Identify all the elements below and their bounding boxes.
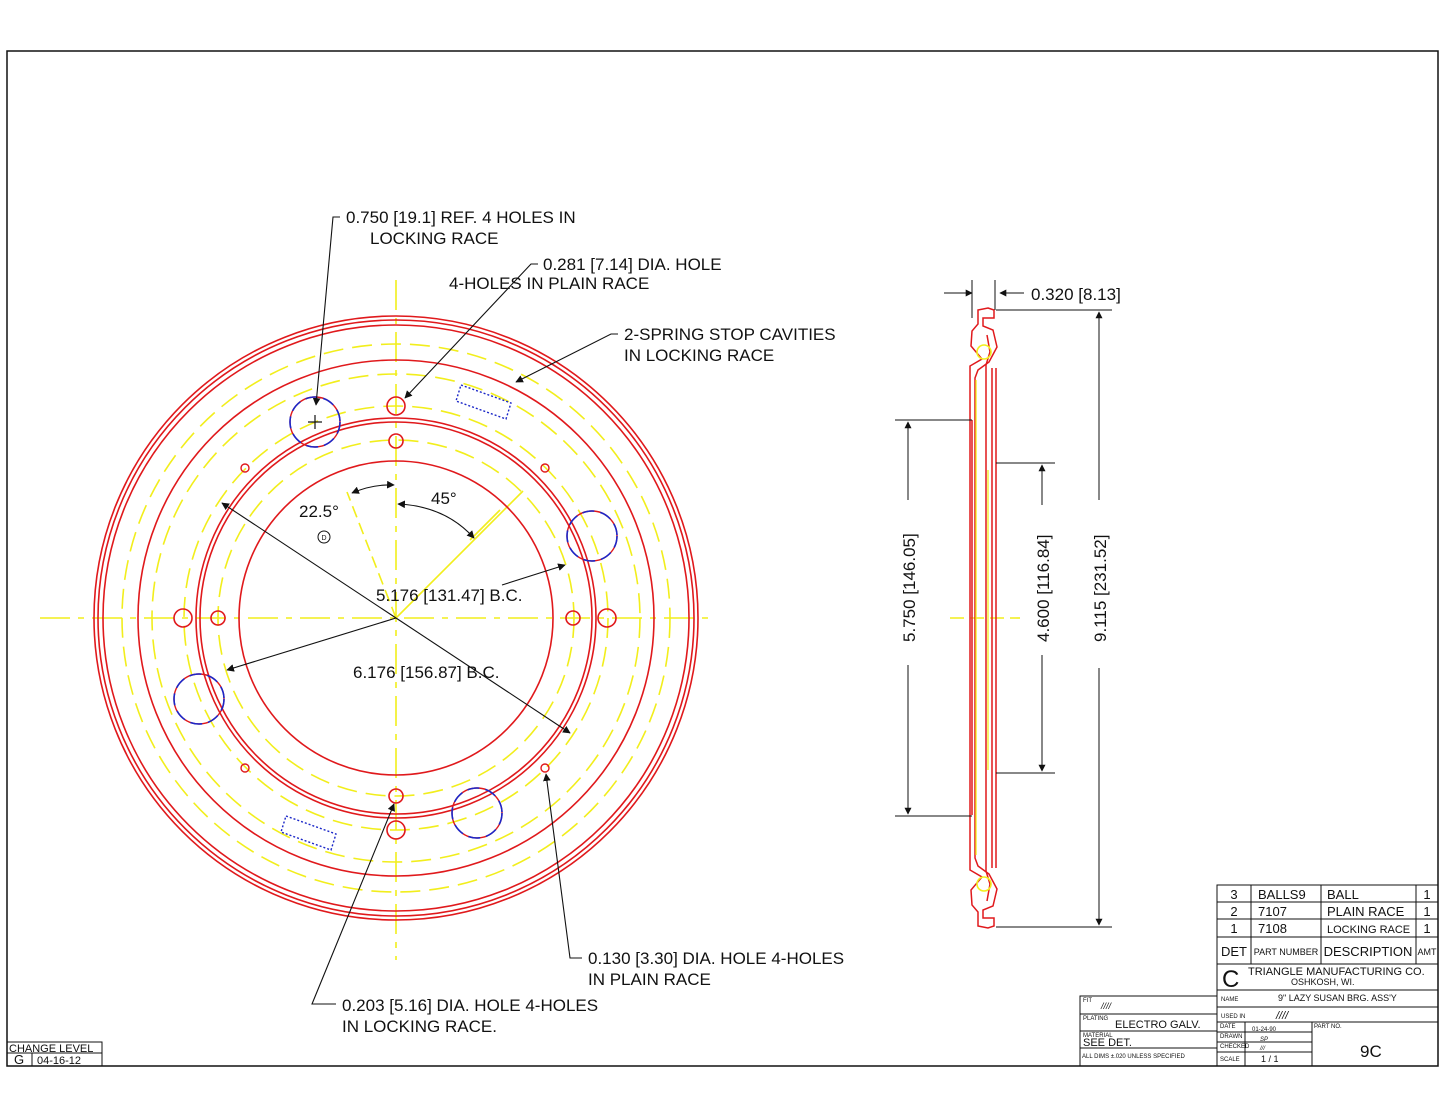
outer-bc-label: 6.176 [156.87] B.C. — [353, 663, 500, 682]
bill-of-materials: 3 BALLS9 BALL 1 2 7107 PLAIN RACE 1 1 71… — [1216, 884, 1439, 965]
bom-row-3-desc: BALL — [1327, 887, 1359, 902]
bom-row-1-amt: 1 — [1423, 921, 1430, 936]
bom-row-3-part: BALLS9 — [1258, 887, 1306, 902]
fit-label: FIT — [1083, 998, 1092, 1004]
material-label: MATERIAL — [1083, 1033, 1113, 1039]
plain-hole-note-line2: 4-HOLES IN PLAIN RACE — [449, 274, 649, 293]
race-profile-inner — [975, 380, 989, 855]
ref-holes — [173, 396, 618, 839]
thickness-dimension: 0.320 [8.13] — [1031, 285, 1121, 304]
dimension-9-115: 9.115 [231.52] — [1091, 535, 1110, 642]
center-lines — [40, 280, 712, 960]
plain-race-holes — [173, 396, 617, 840]
angle-45-label: 45° — [431, 489, 457, 508]
checked-label: CHECKED — [1220, 1044, 1250, 1050]
bom-header-part: PART NUMBER — [1254, 947, 1319, 957]
bom-header-desc: DESCRIPTION — [1324, 944, 1413, 959]
sheet-border — [6, 50, 1439, 1067]
date-label: DATE — [1220, 1024, 1236, 1030]
ball-sections — [976, 344, 992, 892]
checked-value: /// — [1259, 1046, 1266, 1052]
material-value: SEE DET. — [1083, 1037, 1132, 1049]
drawn-label: DRAWN — [1220, 1034, 1242, 1040]
ref-holes-note-line1: 0.750 [19.1] REF. 4 HOLES IN — [346, 208, 576, 227]
datum-symbol — [317, 530, 331, 544]
lock-hole-note-line1: 0.203 [5.16] DIA. HOLE 4-HOLES — [342, 996, 598, 1015]
plating-value: ELECTRO GALV. — [1115, 1019, 1201, 1031]
locking-race-holes — [210, 433, 581, 804]
spring-note-line1: 2-SPRING STOP CAVITIES — [624, 325, 836, 344]
plain-hole-note-line1: 0.281 [7.14] DIA. HOLE — [543, 255, 722, 274]
dimension-5-750: 5.750 [146.05] — [900, 533, 919, 642]
bom-header-det: DET — [1221, 944, 1247, 959]
bom-row-3-amt: 1 — [1423, 887, 1430, 902]
bom-row-2-det: 2 — [1230, 904, 1237, 919]
ref-holes-note-line2: LOCKING RACE — [370, 229, 498, 248]
bom-row-2-amt: 1 — [1423, 904, 1430, 919]
change-level-date: 04-16-12 — [37, 1055, 81, 1067]
plan-view: D 0.750 [19.1] REF. 4 HOLES IN LOCKING R… — [40, 208, 844, 1036]
lock-hole-note-line2: IN LOCKING RACE. — [342, 1017, 497, 1036]
change-level-letter: G — [14, 1052, 24, 1067]
section-dimensions — [895, 280, 1112, 928]
plating-label: PLATING — [1083, 1016, 1109, 1022]
drawn-value: SP — [1260, 1037, 1268, 1043]
used-in-value: //// — [1275, 1010, 1289, 1022]
used-in-label: USED IN — [1221, 1014, 1245, 1020]
small-holes — [240, 463, 550, 773]
bom-row-3-det: 3 — [1230, 887, 1237, 902]
assembly-name: 9" LAZY SUSAN BRG. ASS'Y — [1278, 993, 1397, 1003]
part-no-label: PART NO. — [1314, 1024, 1342, 1030]
change-level-box: CHANGE LEVEL G 04-16-12 — [6, 1041, 103, 1067]
tolerance-note: ALL DIMS ±.020 UNLESS SPECIFIED — [1082, 1054, 1185, 1060]
datum-letter: D — [321, 535, 326, 542]
change-level-label: CHANGE LEVEL — [9, 1043, 93, 1055]
fit-value: //// — [1100, 1001, 1113, 1011]
spring-cavities — [280, 384, 512, 851]
leader-lines — [221, 216, 618, 1005]
drawing-size-letter: C — [1222, 966, 1239, 993]
small-hole-note-line2: IN PLAIN RACE — [588, 970, 711, 989]
company-name: TRIANGLE MANUFACTURING CO. — [1248, 966, 1425, 978]
bom-row-2-part: 7107 — [1258, 904, 1287, 919]
inner-bc-label: 5.176 [131.47] B.C. — [376, 586, 523, 605]
spring-note-line2: IN LOCKING RACE — [624, 346, 774, 365]
section-view: 0.320 [8.13] 5.750 [146.05] 4.600 [116.8… — [895, 280, 1121, 929]
small-hole-note-line1: 0.130 [3.30] DIA. HOLE 4-HOLES — [588, 949, 844, 968]
bom-row-1-desc: LOCKING RACE — [1327, 924, 1410, 936]
scale-value: 1 / 1 — [1261, 1054, 1279, 1064]
name-label: NAME — [1221, 997, 1238, 1003]
date-value: 01-24-90 — [1252, 1027, 1277, 1033]
race-outlines — [93, 315, 699, 921]
bom-header-amt: AMT — [1418, 947, 1438, 957]
bom-row-1-part: 7108 — [1258, 921, 1287, 936]
race-profile — [969, 307, 998, 929]
company-city: OSHKOSH, WI. — [1291, 977, 1355, 987]
angle-22-5-label: 22.5° — [299, 502, 339, 521]
part-number-value: 9C — [1360, 1042, 1382, 1061]
title-block: C TRIANGLE MANUFACTURING CO. OSHKOSH, WI… — [1079, 963, 1439, 1067]
bom-row-2-desc: PLAIN RACE — [1327, 904, 1405, 919]
bom-row-1-det: 1 — [1230, 921, 1237, 936]
dimension-4-600: 4.600 [116.84] — [1034, 535, 1053, 642]
scale-label: SCALE — [1220, 1057, 1240, 1063]
